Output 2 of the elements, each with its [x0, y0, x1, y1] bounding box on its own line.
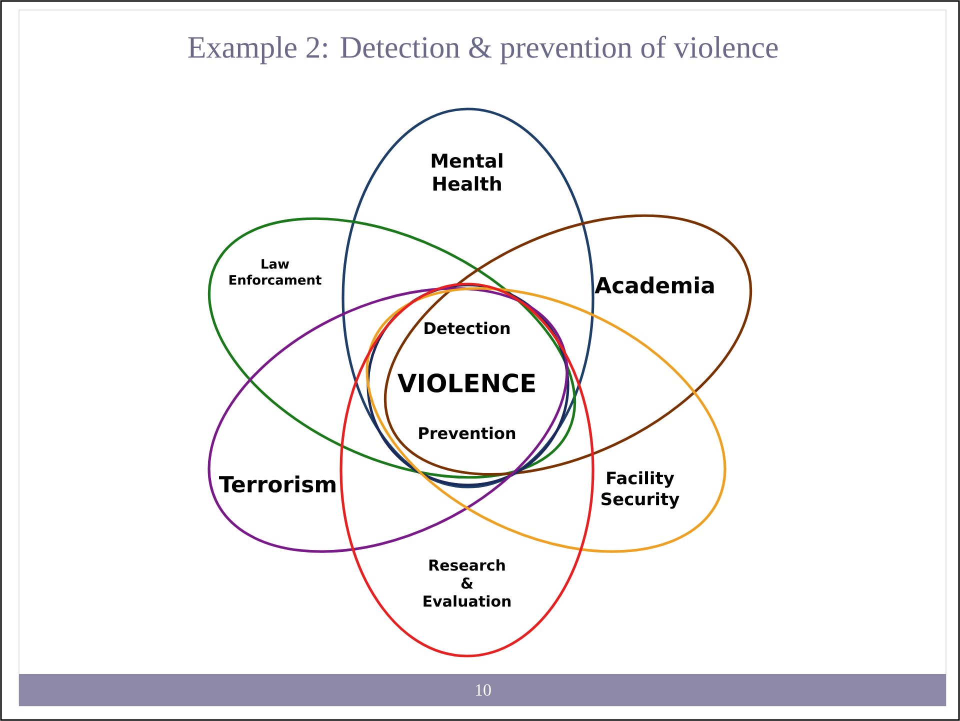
- title: Example 2: Detection & prevention of violence: [188, 36, 778, 64]
- footer-bar: 10: [19, 674, 946, 706]
